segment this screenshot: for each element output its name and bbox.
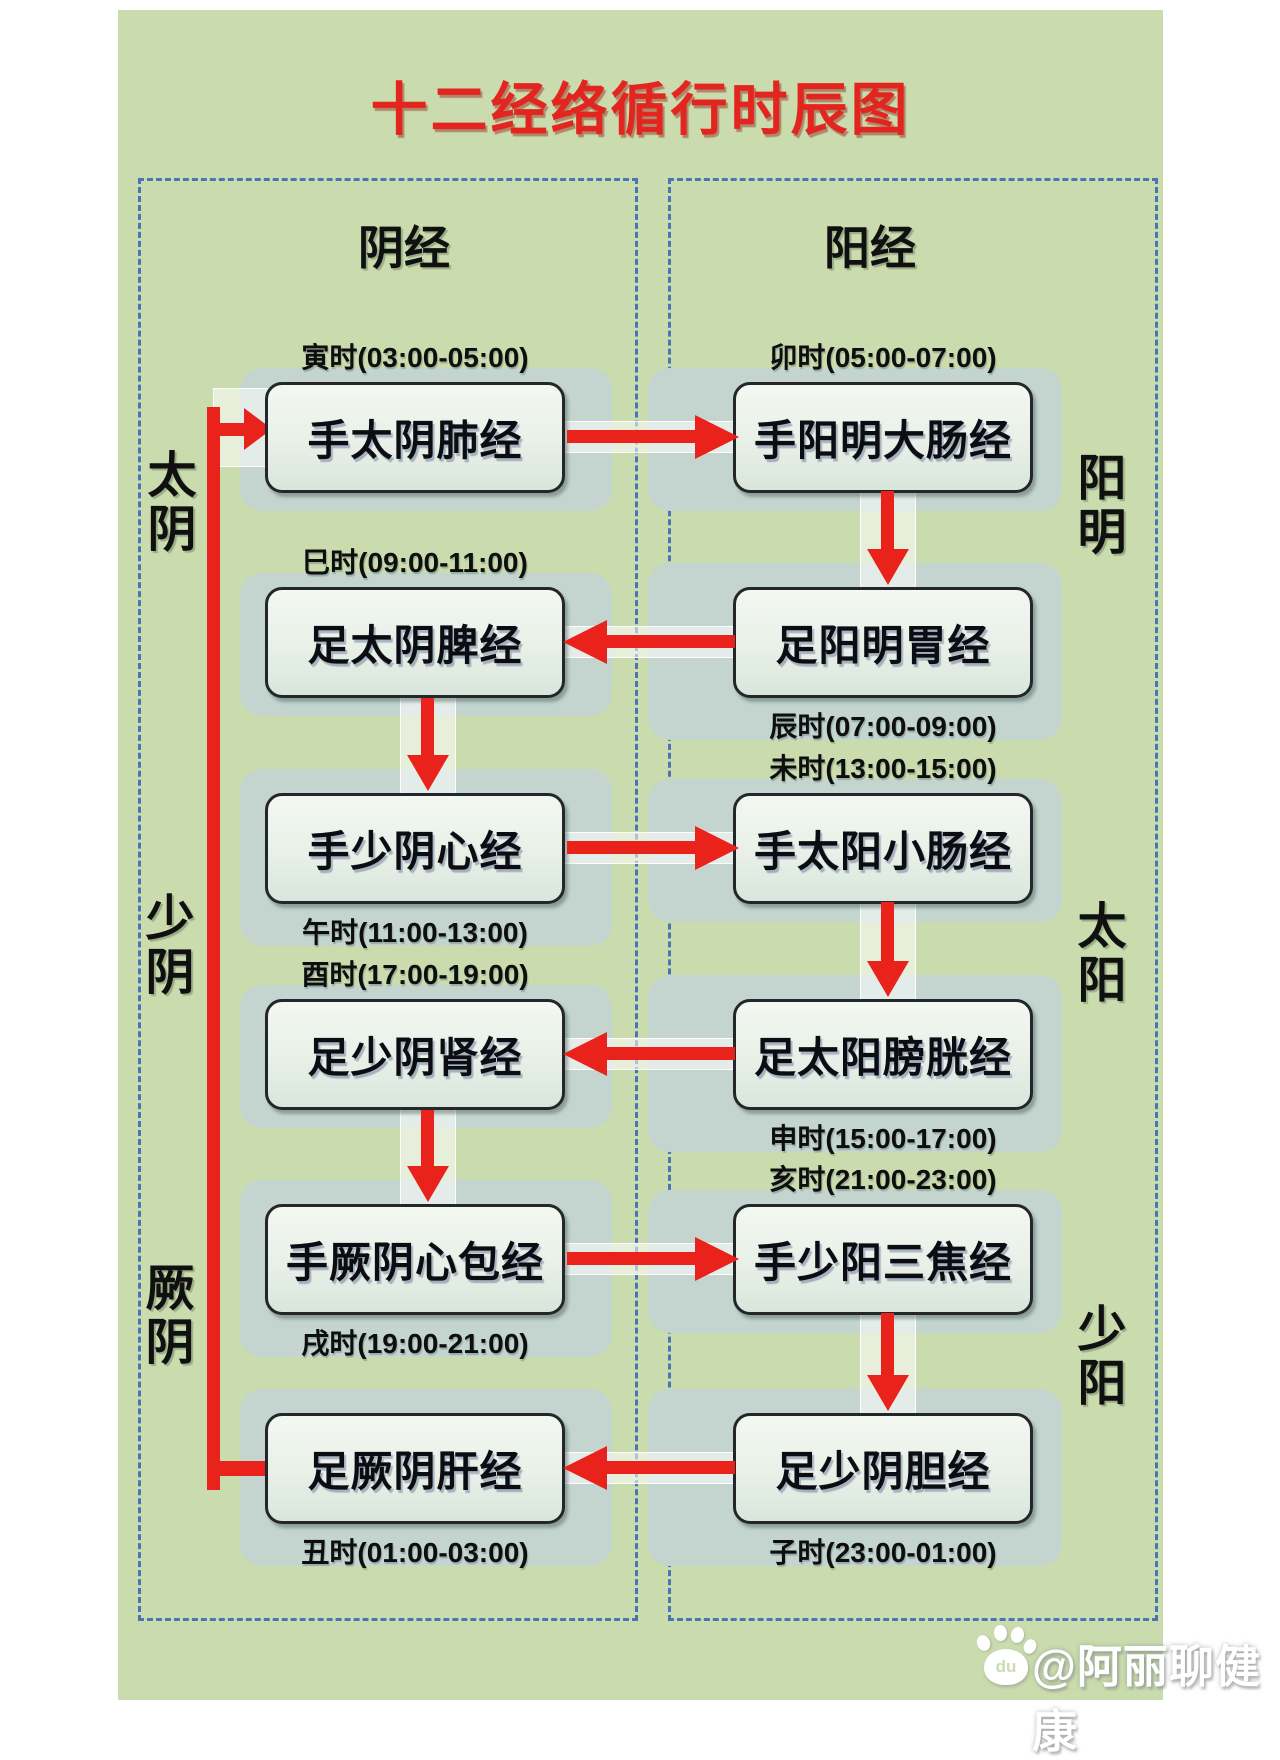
down-arrowhead-icon — [867, 549, 909, 585]
column-header-yin: 阴经 — [358, 222, 450, 274]
time-label-heart: 午时(11:00-13:00) — [302, 917, 528, 948]
meridian-box-small-intestine: 手太阳小肠经 — [733, 793, 1033, 904]
flow-arrowhead-row5-icon — [695, 1237, 739, 1281]
down-arrowhead-icon — [867, 1375, 909, 1411]
meridian-box-pericardium: 手厥阴心包经 — [265, 1204, 565, 1315]
meridian-box-stomach: 足阳明胃经 — [733, 587, 1033, 698]
down-arrowhead-icon — [407, 1166, 449, 1202]
time-label-stomach: 辰时(07:00-09:00) — [769, 711, 997, 742]
flow-arrow-row2 — [607, 635, 735, 648]
circuit-end-connector — [207, 1461, 269, 1476]
meridian-box-sanjiao: 手少阳三焦经 — [733, 1204, 1033, 1315]
page-title: 十二经络循行时辰图 — [370, 78, 911, 142]
side-label-taiyang: 太阳 — [1077, 900, 1127, 1008]
time-label-bladder: 申时(15:00-17:00) — [769, 1123, 997, 1154]
time-label-sanjiao: 亥时(21:00-23:00) — [769, 1164, 997, 1195]
meridian-box-heart: 手少阴心经 — [265, 793, 565, 904]
flow-arrow-row6 — [607, 1461, 735, 1474]
down-arrow-sanjiao-gallbladder — [881, 1313, 894, 1375]
meridian-box-large-intestine: 手阳明大肠经 — [733, 382, 1033, 493]
paw-toe — [974, 1633, 993, 1653]
down-arrow-large-intestine-stomach — [881, 491, 894, 549]
time-label-small-intestine: 未时(13:00-15:00) — [769, 753, 997, 784]
time-label-gallbladder: 子时(23:00-01:00) — [769, 1537, 997, 1568]
column-header-yang: 阳经 — [824, 222, 916, 274]
flow-arrowhead-row4-icon — [563, 1032, 607, 1076]
down-arrow-spleen-heart — [421, 698, 434, 755]
meridian-box-kidney: 足少阴肾经 — [265, 999, 565, 1110]
side-label-yangming: 阳明 — [1077, 452, 1127, 560]
meridian-box-gallbladder: 足少阴胆经 — [733, 1413, 1033, 1524]
time-label-pericardium: 戌时(19:00-21:00) — [301, 1328, 529, 1359]
time-label-kidney: 酉时(17:00-19:00) — [301, 959, 529, 990]
side-label-shaoyin: 少阴 — [145, 892, 195, 1000]
down-arrowhead-icon — [867, 961, 909, 997]
flow-arrowhead-row3-icon — [695, 826, 739, 870]
down-arrow-small-intestine-bladder — [881, 902, 894, 961]
time-label-liver: 丑时(01:00-03:00) — [301, 1537, 529, 1568]
flow-arrow-row4 — [607, 1047, 735, 1060]
paw-pad: du — [984, 1649, 1028, 1685]
flow-arrow-row5 — [567, 1252, 695, 1265]
side-label-jueyin: 厥阴 — [145, 1262, 195, 1370]
circuit-line — [207, 407, 220, 1490]
time-label-lung: 寅时(03:00-05:00) — [301, 342, 529, 373]
page: { "title": "十二经络循行时辰图", "columns": { "yi… — [118, 10, 1260, 1757]
circuit-start-arrow — [214, 423, 246, 436]
time-label-spleen: 巳时(09:00-11:00) — [302, 547, 528, 578]
paw-toe — [993, 1624, 1008, 1642]
flow-arrow-row1 — [567, 430, 695, 443]
flow-arrowhead-row1-icon — [695, 415, 739, 459]
meridian-box-spleen: 足太阴脾经 — [265, 587, 565, 698]
meridian-box-lung: 手太阴肺经 — [265, 382, 565, 493]
meridian-box-liver: 足厥阴肝经 — [265, 1413, 565, 1524]
flow-arrowhead-row6-icon — [563, 1446, 607, 1490]
watermark-handle: @阿丽聊健康 — [1032, 1641, 1261, 1757]
side-label-taiyin: 太阴 — [147, 449, 197, 557]
side-label-shaoyang: 少阳 — [1077, 1303, 1127, 1411]
flow-arrowhead-row2-icon — [563, 620, 607, 664]
down-arrow-kidney-pericardium — [421, 1110, 434, 1166]
paw-toe — [1009, 1625, 1026, 1645]
meridian-box-bladder: 足太阳膀胱经 — [733, 999, 1033, 1110]
time-label-large-intestine: 卯时(05:00-07:00) — [769, 342, 997, 373]
down-arrowhead-icon — [407, 755, 449, 791]
baidu-paw-icon: du — [974, 1624, 1039, 1687]
yin-column-frame — [138, 178, 638, 1621]
flow-arrow-row3 — [567, 841, 695, 854]
